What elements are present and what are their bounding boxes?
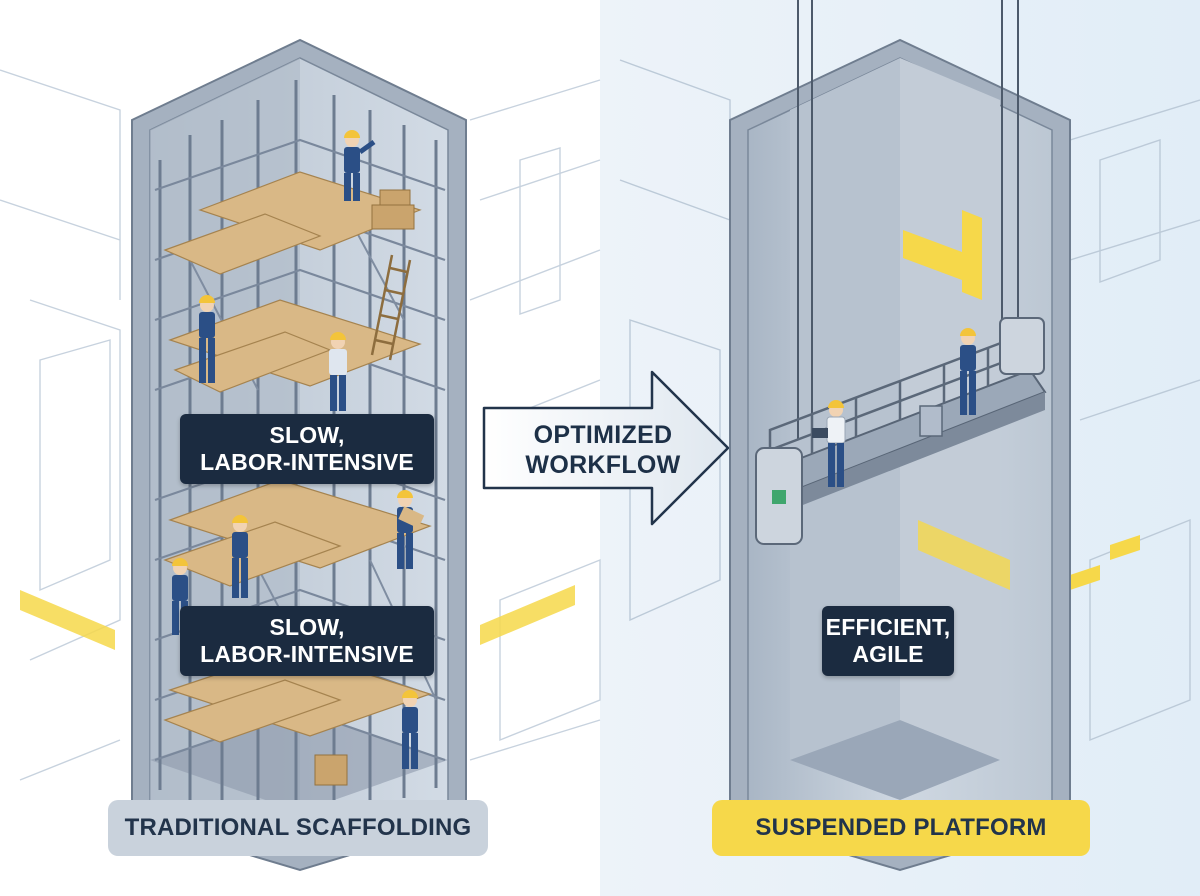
slow-label-upper: SLOW, LABOR-INTENSIVE — [180, 414, 434, 484]
suspended-platform-caption: SUSPENDED PLATFORM — [712, 800, 1090, 856]
slow-label-upper-line1: SLOW, — [269, 422, 345, 448]
slow-label-lower-line2: LABOR-INTENSIVE — [200, 641, 414, 667]
yellow-accent-3 — [1070, 565, 1100, 590]
slow-label-lower: SLOW, LABOR-INTENSIVE — [180, 606, 434, 676]
suspended-platform-icon — [755, 317, 1047, 545]
arrow-text-line2: WORKFLOW — [525, 451, 681, 479]
left-blueprint-lines — [0, 69, 601, 781]
worker-icon — [172, 130, 425, 769]
arrow-right-icon — [482, 370, 730, 526]
arrow-text-line1: OPTIMIZED — [533, 421, 673, 449]
slow-label-upper-line2: LABOR-INTENSIVE — [200, 449, 414, 475]
traditional-scaffolding-caption: TRADITIONAL SCAFFOLDING — [108, 800, 488, 856]
efficient-label-line2: AGILE — [852, 641, 924, 667]
yellow-accent-2 — [480, 585, 575, 645]
yellow-accent-1 — [20, 590, 115, 650]
yellow-accent-4 — [1110, 535, 1140, 560]
slow-label-lower-line1: SLOW, — [269, 614, 345, 640]
efficient-label: EFFICIENT, AGILE — [822, 606, 954, 676]
efficient-label-line1: EFFICIENT, — [825, 614, 951, 640]
optimized-workflow-label: OPTIMIZED WORKFLOW — [488, 420, 718, 480]
